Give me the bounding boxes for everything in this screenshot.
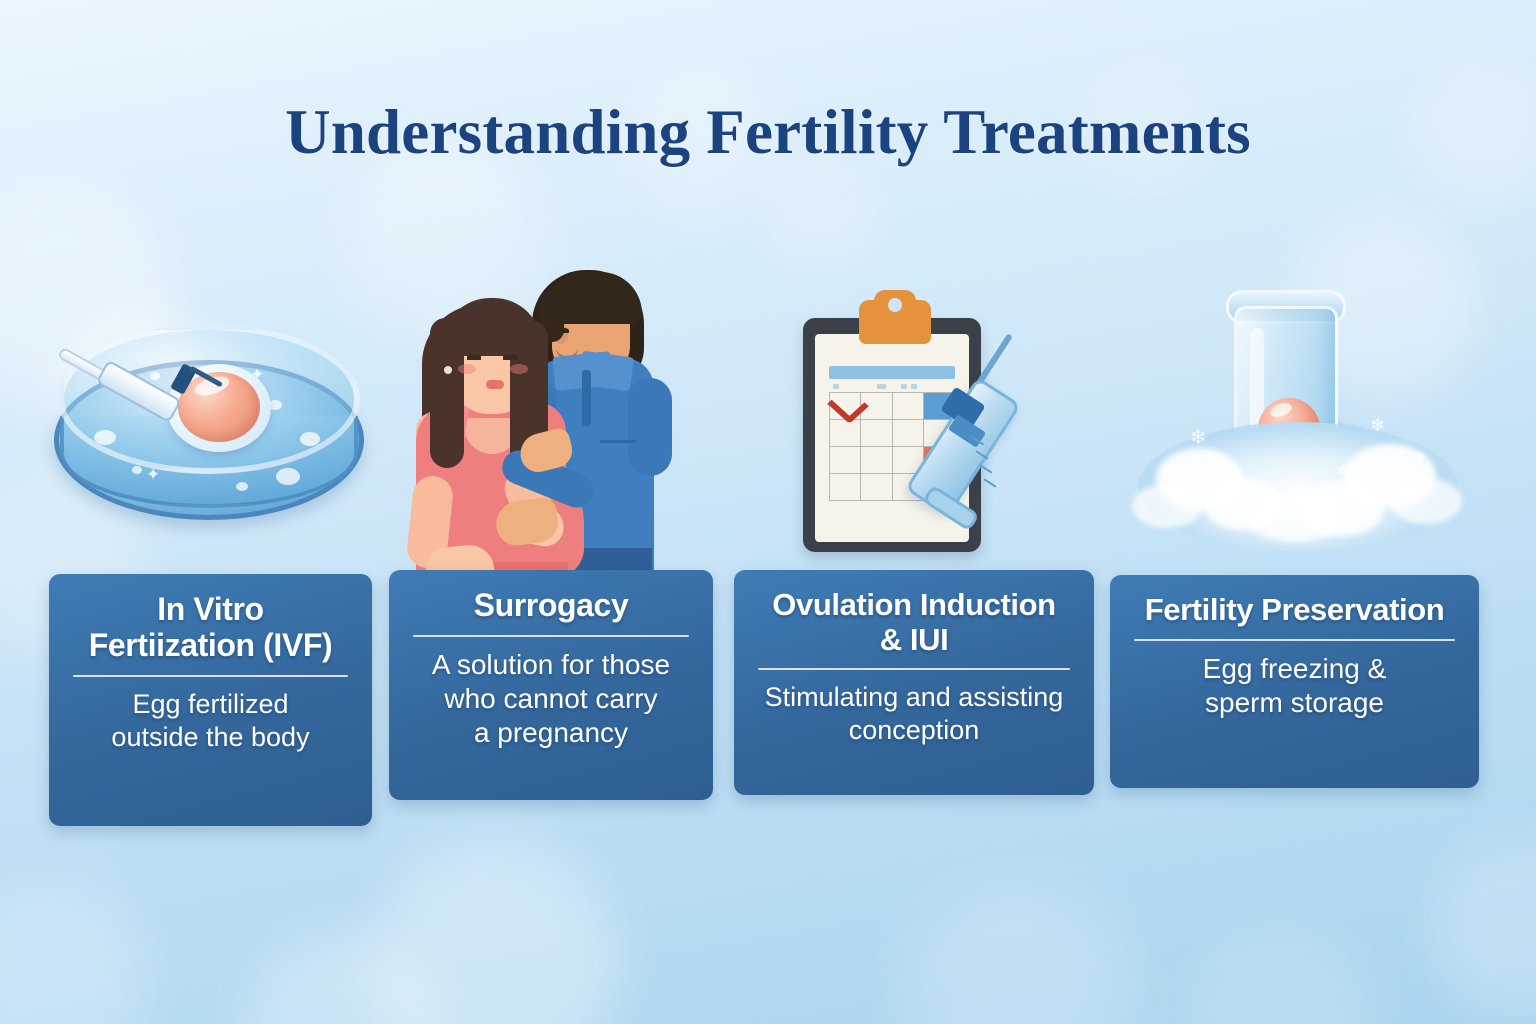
card-divider [1134, 638, 1455, 641]
card-title: Fertility Preservation [1144, 592, 1445, 627]
clipboard-calendar-and-syringe-icon [795, 290, 1025, 572]
treatment-card-ivf[interactable]: In Vitro Fertiization (IVF) Egg fertiliz… [49, 574, 372, 826]
page-title: Understanding Fertility Treatments [285, 97, 1251, 167]
card-divider [758, 668, 1070, 671]
pregnant-couple-icon [404, 262, 704, 594]
cryo-vial-with-egg-in-ice-icon: ❄ ❄ ❄ ❄ ❄ ❄ ❄ [1132, 272, 1462, 572]
bokeh-circle [370, 840, 620, 1024]
bokeh-circle [0, 880, 150, 1024]
card-divider [413, 634, 689, 637]
treatment-card-ovulation-induction-iui[interactable]: Ovulation Induction & IUI Stimulating an… [734, 570, 1094, 795]
bokeh-circle [240, 930, 440, 1024]
card-description: Egg freezing & sperm storage [1202, 652, 1387, 718]
bokeh-circle [1430, 840, 1536, 1020]
card-divider [73, 674, 348, 677]
card-title: Surrogacy [473, 587, 629, 623]
bokeh-circle [1180, 930, 1380, 1024]
card-description: Egg fertilized outside the body [111, 688, 310, 752]
card-title: In Vitro Fertiization (IVF) [88, 591, 333, 663]
card-description: A solution for those who cannot carry a … [431, 648, 671, 749]
treatment-card-fertility-preservation[interactable]: Fertility Preservation Egg freezing & sp… [1110, 575, 1479, 788]
bokeh-circle [900, 880, 1140, 1024]
card-title: Ovulation Induction & IUI [772, 587, 1056, 657]
card-description: Stimulating and assisting conception [764, 682, 1064, 746]
petri-dish-with-egg-and-needle-icon: ✦ ✦ [44, 300, 374, 570]
treatment-card-surrogacy[interactable]: Surrogacy A solution for those who canno… [389, 570, 713, 800]
